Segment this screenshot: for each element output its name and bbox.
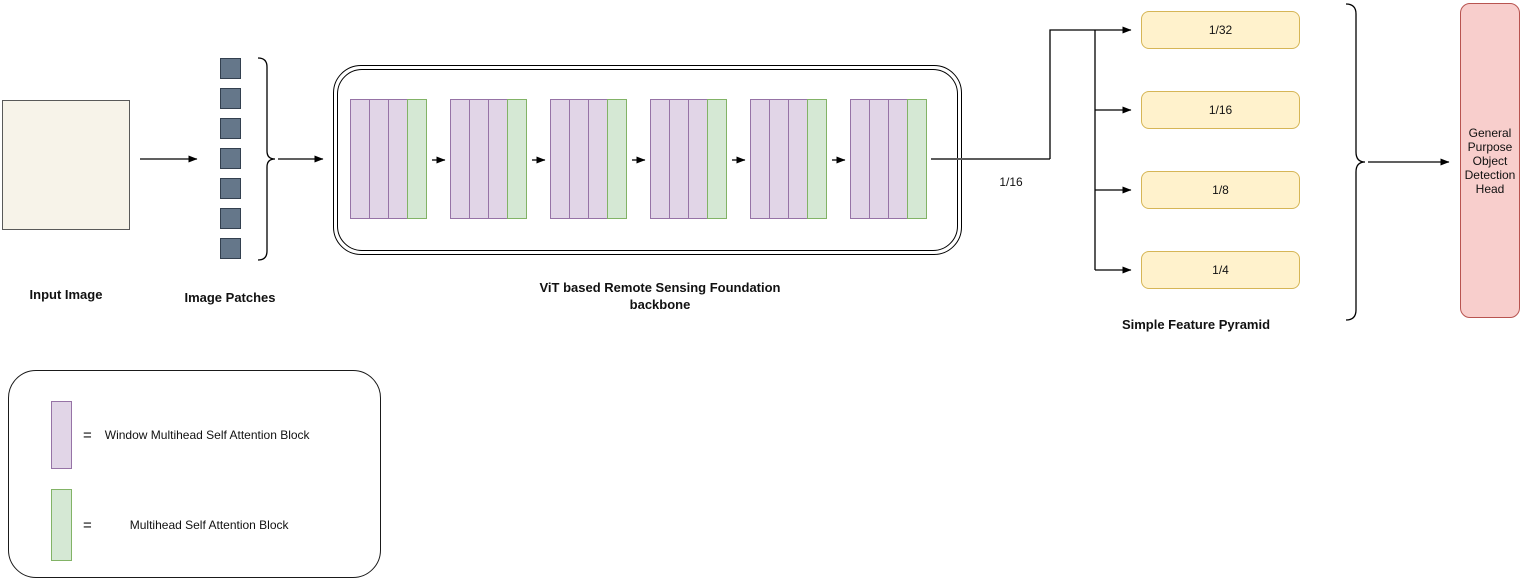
encoder-stage-1 <box>350 99 427 219</box>
window-msa-block <box>388 99 408 219</box>
window-msa-block <box>450 99 470 219</box>
encoder-stage-4 <box>650 99 727 219</box>
encoder-stage-5 <box>750 99 827 219</box>
msa-block <box>607 99 627 219</box>
image-patch <box>220 238 241 259</box>
window-msa-block <box>569 99 589 219</box>
window-msa-block <box>750 99 770 219</box>
msa-block <box>407 99 427 219</box>
encoder-stage-3 <box>550 99 627 219</box>
legend-box: = Window Multihead Self Attention Block … <box>8 370 381 578</box>
window-msa-block <box>769 99 789 219</box>
window-msa-block <box>469 99 489 219</box>
msa-block <box>707 99 727 219</box>
legend-label: Multihead Self Attention Block <box>129 518 289 532</box>
brace-feature-pyramid <box>1345 3 1366 321</box>
encoder-stage-2 <box>450 99 527 219</box>
msa-block <box>507 99 527 219</box>
window-msa-block <box>669 99 689 219</box>
window-msa-block <box>488 99 508 219</box>
input-image-label: Input Image <box>29 287 103 302</box>
image-patch <box>220 88 241 109</box>
legend-item-window-msa: = Window Multihead Self Attention Block <box>51 401 310 469</box>
window-msa-block <box>550 99 570 219</box>
image-patch <box>220 148 241 169</box>
pyramid-box-1-32: 1/32 <box>1141 11 1300 49</box>
brace-image-patches <box>257 57 276 261</box>
branch-to-1-32 <box>1049 26 1132 159</box>
window-msa-block <box>888 99 908 219</box>
image-patch <box>220 58 241 79</box>
pyramid-box-1-16: 1/16 <box>1141 91 1300 129</box>
feature-pyramid-label: Simple Feature Pyramid <box>1121 317 1271 332</box>
window-msa-block <box>850 99 870 219</box>
window-msa-swatch <box>51 401 72 469</box>
detection-head-box: General Purpose Object Detection Head <box>1460 3 1520 318</box>
equals-sign: = <box>83 516 92 534</box>
equals-sign: = <box>83 426 92 444</box>
pyramid-box-1-8: 1/8 <box>1141 171 1300 209</box>
image-patch <box>220 178 241 199</box>
window-msa-block <box>650 99 670 219</box>
input-image-box <box>2 100 130 230</box>
backbone-container-inner-border <box>337 69 958 251</box>
image-patch <box>220 208 241 229</box>
backbone-label: ViT based Remote Sensing Foundation back… <box>539 280 781 312</box>
window-msa-block <box>788 99 808 219</box>
image-patches <box>220 58 241 259</box>
msa-swatch <box>51 489 72 561</box>
pyramid-box-1-4: 1/4 <box>1141 251 1300 289</box>
msa-block <box>807 99 827 219</box>
window-msa-block <box>369 99 389 219</box>
backbone-container <box>333 65 962 255</box>
legend-label: Window Multihead Self Attention Block <box>104 428 310 442</box>
window-msa-block <box>688 99 708 219</box>
legend-item-msa: = Multihead Self Attention Block <box>51 489 289 561</box>
msa-block <box>907 99 927 219</box>
image-patches-label: Image Patches <box>184 290 276 305</box>
window-msa-block <box>869 99 889 219</box>
output-stride-label: 1/16 <box>999 175 1023 189</box>
encoder-stage-6 <box>850 99 927 219</box>
window-msa-block <box>588 99 608 219</box>
detection-head-label: General Purpose Object Detection Head <box>1464 125 1516 196</box>
window-msa-block <box>350 99 370 219</box>
image-patch <box>220 118 241 139</box>
